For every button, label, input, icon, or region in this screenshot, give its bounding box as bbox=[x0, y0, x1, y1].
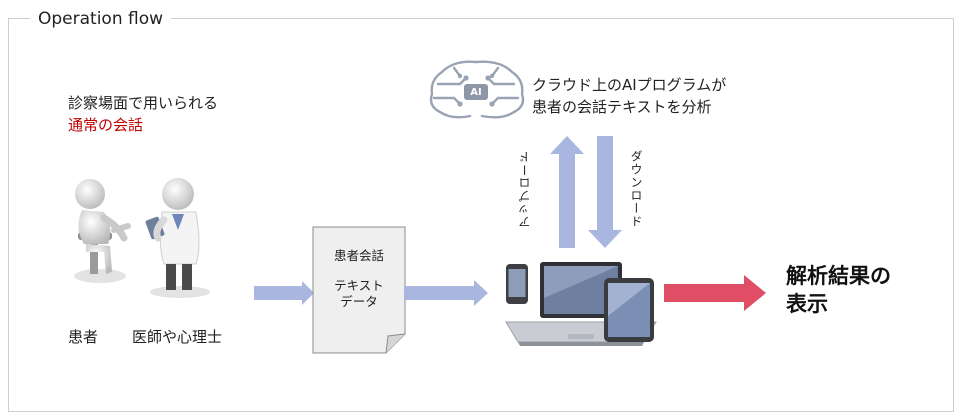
scene-caption-line1: 診察場面で用いられる bbox=[68, 94, 219, 112]
flow-arrow-to-devices bbox=[404, 280, 488, 306]
scene-caption: 診察場面で用いられる 通常の会話 bbox=[68, 92, 218, 136]
cloud-caption-line2: 患者の会話テキストを分析 bbox=[532, 98, 712, 116]
result-label: 解析結果の 表示 bbox=[786, 262, 891, 318]
diagram-frame bbox=[8, 18, 954, 412]
doctor-figure bbox=[145, 178, 210, 298]
result-line2: 表示 bbox=[786, 292, 828, 316]
doctor-label: 医師や心理士 bbox=[132, 328, 223, 346]
upload-arrow bbox=[550, 136, 584, 248]
tablet-icon bbox=[604, 278, 654, 342]
document-line2: テキスト bbox=[334, 278, 384, 293]
document-label: 患者会話 テキスト データ bbox=[312, 248, 406, 310]
result-arrow bbox=[664, 275, 766, 311]
flow-arrow-to-document bbox=[254, 281, 314, 305]
download-label: ダウンロード bbox=[629, 150, 643, 228]
ai-badge-label: AI bbox=[470, 87, 482, 98]
text-data-document bbox=[312, 226, 406, 354]
patient-figure bbox=[74, 179, 131, 283]
patient-label: 患者 bbox=[68, 328, 99, 346]
upload-label: アップロード bbox=[518, 150, 532, 228]
download-arrow bbox=[588, 136, 622, 248]
document-line3: データ bbox=[340, 294, 378, 309]
patient-doctor-illustration bbox=[74, 178, 210, 298]
devices-illustration bbox=[505, 262, 657, 346]
document-line1: 患者会話 bbox=[333, 248, 384, 263]
smartphone-icon bbox=[506, 264, 528, 304]
ai-brain-circuit-icon bbox=[429, 60, 525, 119]
cloud-caption: クラウド上のAIプログラムが 患者の会話テキストを分析 bbox=[532, 74, 726, 118]
scene-caption-line2: 通常の会話 bbox=[68, 116, 144, 134]
frame-title: Operation flow bbox=[30, 8, 172, 30]
cloud-caption-line1: クラウド上のAIプログラムが bbox=[532, 76, 727, 94]
result-line1: 解析結果の bbox=[786, 264, 891, 288]
